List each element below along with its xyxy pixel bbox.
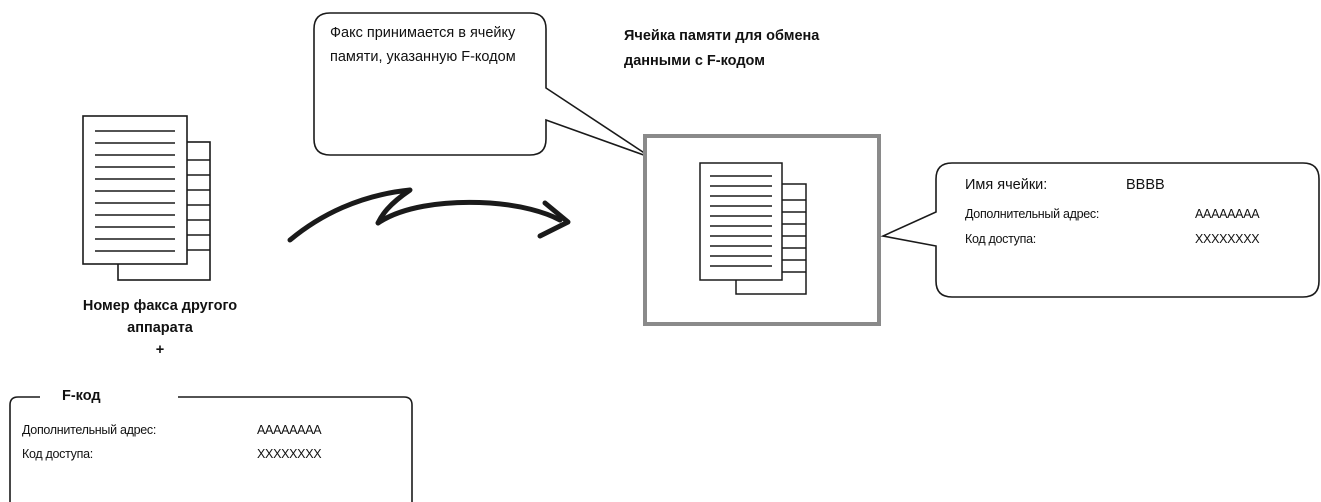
memory-box-title-line-2: данными с F-кодом: [624, 53, 765, 69]
speech-bubble-line-1: Факс принимается в ячейку: [330, 25, 516, 41]
fcode-passcode-label: Код доступа:: [22, 447, 93, 461]
speech-bubble-line-2: памяти, указанную F-кодом: [330, 49, 516, 65]
box-passcode-value: XXXXXXXX: [1195, 232, 1260, 246]
sent-documents-icon: [82, 115, 211, 281]
fcode-subaddress-value: AAAAAAAA: [257, 423, 322, 437]
box-name-label: Имя ячейки:: [965, 177, 1048, 193]
box-name-value: BBBB: [1126, 177, 1165, 193]
box-subaddress-label: Дополнительный адрес:: [965, 207, 1100, 221]
fcode-panel-frame: [9, 396, 413, 502]
sender-caption: Номер факса другого аппарата +: [50, 295, 270, 361]
speech-bubble-shape: [313, 12, 653, 159]
box-subaddress-value: AAAAAAAA: [1195, 207, 1260, 221]
sender-caption-line-1: Номер факса другого: [82, 298, 238, 314]
fcode-title: F-код: [62, 388, 101, 404]
fcode-passcode-value: XXXXXXXX: [257, 447, 322, 461]
sender-caption-line-2: аппарата: [127, 320, 193, 336]
transmission-arrow-icon: [287, 187, 571, 243]
box-passcode-label: Код доступа:: [965, 232, 1036, 246]
speech-bubble-text: Факс принимается в ячейку памяти, указан…: [330, 21, 516, 69]
sender-caption-plus: +: [155, 342, 165, 358]
info-callout-shape: [880, 162, 1320, 298]
memory-box-title: Ячейка памяти для обмена данными с F-код…: [624, 24, 819, 74]
memory-box-title-line-1: Ячейка памяти для обмена: [624, 28, 820, 44]
stored-documents-icon: [699, 162, 807, 295]
fcode-subaddress-label: Дополнительный адрес:: [22, 423, 157, 437]
